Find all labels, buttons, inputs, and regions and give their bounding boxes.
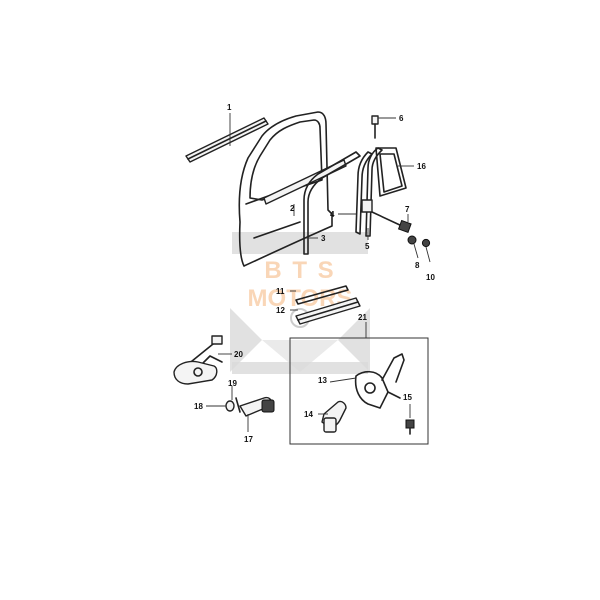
part-13-regulator-plate: [354, 353, 405, 409]
part-21-kit-box: [289, 337, 429, 445]
part-11-inner-weatherstrip: [295, 285, 349, 305]
part-20-window-regulator: [173, 335, 223, 385]
part-3-glass-run-channel: [303, 151, 361, 255]
part-10-washer: [421, 238, 431, 248]
watermark-triangle-bottom: [262, 340, 338, 372]
part-17-winder-handle: [239, 396, 275, 417]
callout-2: 2: [290, 204, 295, 213]
callout-8: 8: [415, 261, 420, 270]
callout-3: 3: [321, 234, 326, 243]
watermark-bar-top: [232, 232, 368, 254]
part-1-belt-moulding: [185, 117, 269, 163]
callout-19: 19: [228, 379, 237, 388]
callout-11: 11: [276, 287, 285, 296]
part-5-division-bar: [361, 147, 383, 237]
part-2-inner-belt-strip: [263, 159, 347, 205]
callout-7: 7: [405, 205, 410, 214]
watermark-bar-bottom: [232, 362, 368, 374]
callout-labels: 1 2 3 4 5 6 7 8 10 11 12 13 14 15 16 17 …: [194, 103, 435, 444]
part-7-bolt: [371, 211, 412, 234]
part-12-outer-weatherstrip: [295, 297, 361, 325]
callout-17: 17: [244, 435, 253, 444]
part-4-division-channel: [355, 151, 373, 235]
callout-21: 21: [358, 313, 367, 322]
part-15-kit-bolt: [405, 419, 415, 435]
watermark-triangle-right: [338, 308, 370, 372]
callout-13: 13: [318, 376, 327, 385]
part-16-quarter-glass: [375, 147, 407, 197]
part-8-nut: [407, 235, 417, 245]
part-6-screw: [371, 115, 379, 139]
part-14-regulator-motor: [321, 400, 347, 433]
callout-5: 5: [365, 242, 370, 251]
callout-18: 18: [194, 402, 203, 411]
watermark-triangle-left: [230, 308, 262, 372]
callout-15: 15: [403, 393, 412, 402]
callout-10: 10: [426, 273, 435, 282]
callout-1: 1: [227, 103, 232, 112]
callout-16: 16: [417, 162, 426, 171]
part-18-spacer: [225, 400, 235, 412]
callout-14: 14: [304, 410, 313, 419]
watermark-line-1: B T S: [264, 257, 335, 284]
part-19-escutcheon: [235, 397, 241, 413]
callout-6: 6: [399, 114, 404, 123]
callout-4: 4: [330, 210, 335, 219]
callout-12: 12: [276, 306, 285, 315]
callout-20: 20: [234, 350, 243, 359]
leader-lines: [206, 113, 431, 432]
